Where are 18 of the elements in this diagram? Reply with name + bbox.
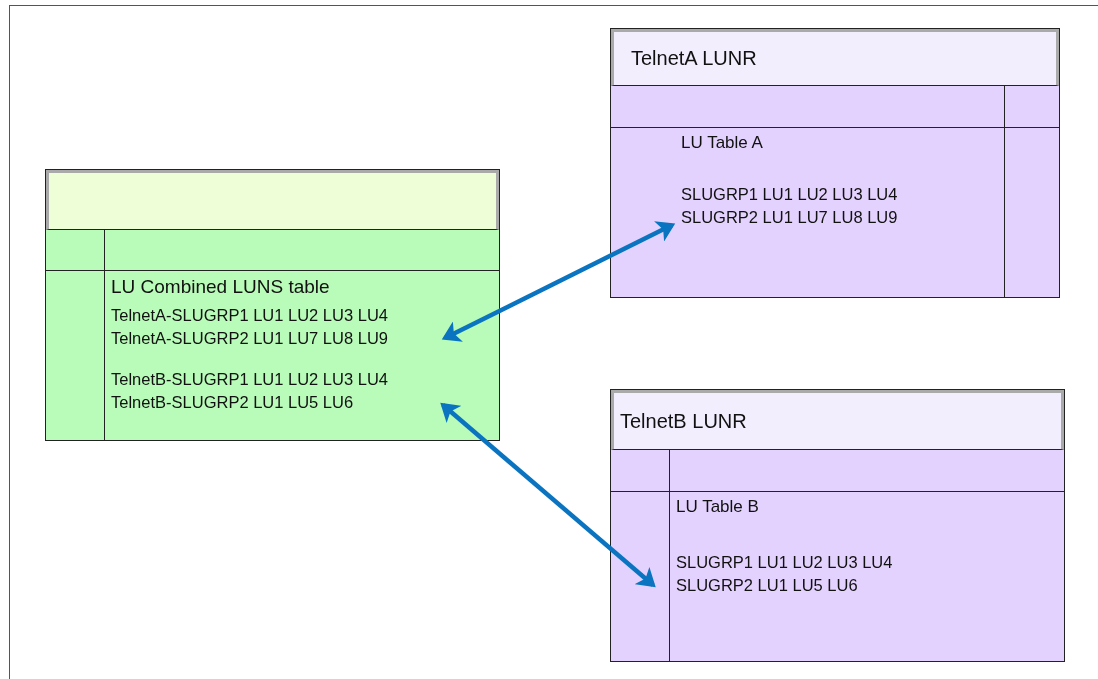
table-row-text: TelnetA-SLUGRP2 LU1 LU7 LU8 LU9	[111, 329, 389, 348]
table-row-text: TelnetB-SLUGRP1 LU1 LU2 LU3 LU4	[111, 370, 389, 389]
table-row-text: SLUGRP1 LU1 LU2 LU3 LU4	[681, 185, 899, 204]
table-heading: LU Combined LUNS table	[111, 276, 331, 298]
panel-title: TelnetA LUNR	[631, 47, 757, 70]
double-arrow	[440, 402, 656, 588]
table-row-text: SLUGRP2 LU1 LU7 LU8 LU9	[681, 208, 899, 227]
table-row-text: TelnetB-SLUGRP2 LU1 LU5 LU6	[111, 393, 355, 412]
table-row-text: TelnetA-SLUGRP1 LU1 LU2 LU3 LU4	[111, 306, 389, 325]
table-panel	[610, 28, 1060, 298]
table-row-text: SLUGRP2 LU1 LU5 LU6	[676, 576, 859, 595]
panel-title: TelnetB LUNR	[620, 409, 747, 433]
table-heading: LU Table B	[676, 497, 760, 517]
table-row-text: SLUGRP1 LU1 LU2 LU3 LU4	[676, 553, 894, 572]
double-arrow	[441, 221, 676, 342]
table-heading: LU Table A	[681, 133, 764, 153]
table-panel	[45, 169, 500, 441]
table-panel	[610, 389, 1065, 662]
